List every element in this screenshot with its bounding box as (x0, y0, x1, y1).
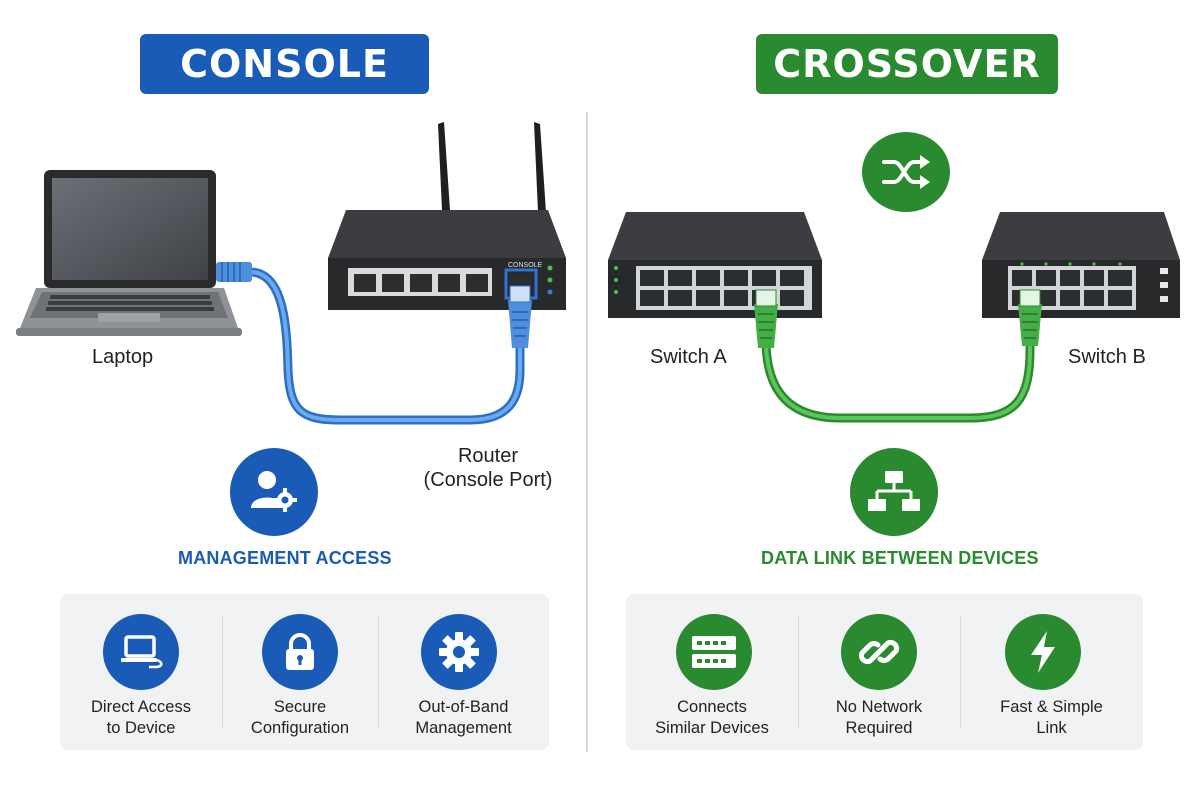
feature-out-of-band-line2: Management (415, 719, 512, 737)
feature-out-of-band-line1: Out-of-Band (418, 698, 509, 716)
switch-a-label: Switch A (650, 346, 727, 368)
management-access-icon (230, 448, 318, 536)
feature-connects-similar-line2: Similar Devices (655, 719, 769, 737)
feature-separator (222, 616, 223, 728)
laptop-icon (16, 170, 242, 336)
feature-connects-similar-line1: Connects (677, 698, 747, 716)
router-port-text: CONSOLE (508, 262, 543, 269)
lock-icon (262, 614, 338, 690)
management-access-title: MANAGEMENT ACCESS (178, 548, 392, 568)
router-icon: CONSOLE (328, 122, 566, 310)
gear-icon (421, 614, 497, 690)
feature-fast-simple-line1: Fast & Simple (1000, 698, 1103, 716)
switch-icon (676, 614, 752, 690)
feature-separator (378, 616, 379, 728)
crossover-banner: CROSSOVER (756, 34, 1058, 94)
feature-no-network-line2: Required (845, 719, 913, 737)
router-label-line1: Router (457, 445, 519, 467)
feature-secure-config-line2: Configuration (250, 719, 350, 737)
console-cable (216, 262, 532, 425)
feature-separator (798, 616, 799, 728)
feature-fast-simple-line2: Link (1036, 719, 1067, 737)
router-label-line2: (Console Port) (423, 469, 553, 491)
laptop-small-icon (103, 614, 179, 690)
feature-secure-config-line1: Secure (273, 698, 327, 716)
crossover-shuffle-icon (862, 132, 950, 212)
feature-no-network-line1: No Network (835, 698, 923, 716)
switch-b-icon (982, 212, 1180, 318)
feature-separator (960, 616, 961, 728)
feature-direct-access-line2: to Device (106, 719, 176, 737)
crossover-cable (754, 289, 1042, 423)
feature-direct-access-line1: Direct Access (91, 698, 191, 716)
console-banner: CONSOLE (140, 34, 429, 94)
lightning-icon (1005, 614, 1081, 690)
data-link-title: DATA LINK BETWEEN DEVICES (761, 548, 1039, 568)
center-divider (586, 112, 588, 752)
link-icon (841, 614, 917, 690)
laptop-label: Laptop (92, 346, 154, 368)
network-hierarchy-icon (850, 448, 938, 536)
router-label: Router (Console Port) (418, 444, 558, 492)
switch-b-label: Switch B (1068, 346, 1146, 368)
switch-a-icon (608, 212, 822, 318)
feature-direct-access: Direct Access to Device (60, 594, 222, 750)
